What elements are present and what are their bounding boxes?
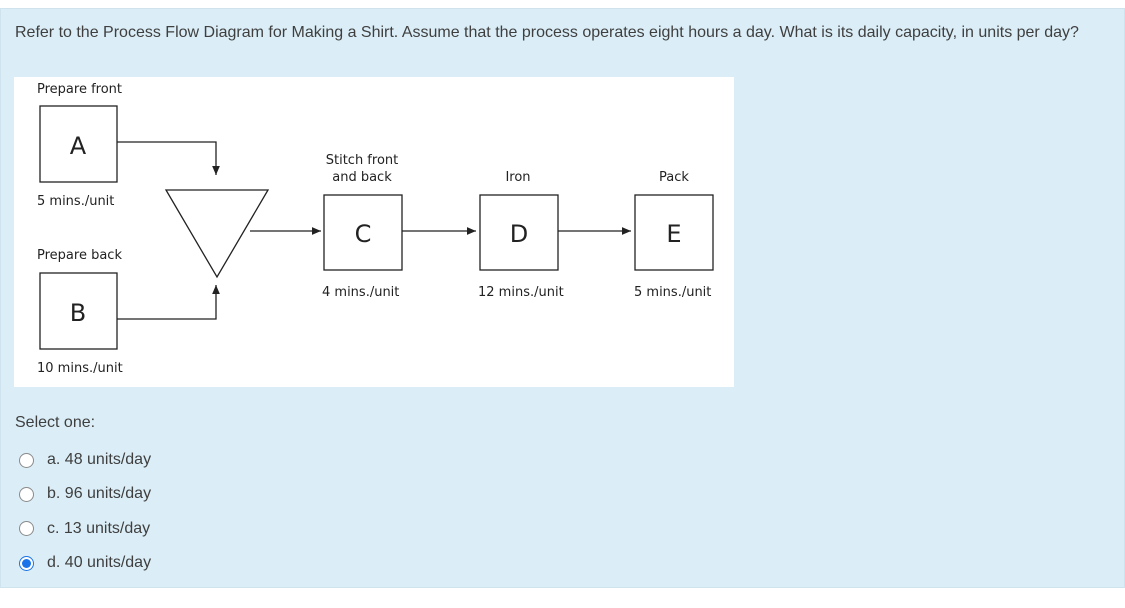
option-b[interactable]: b. 96 units/day xyxy=(19,477,151,511)
arrow-a-to-inventory xyxy=(117,141,220,175)
radio-a[interactable] xyxy=(19,452,34,468)
radio-b[interactable] xyxy=(19,486,34,502)
process-flow-svg: Prepare front A 5 mins./unit Prepare bac… xyxy=(37,82,714,376)
process-flow-diagram: Prepare front A 5 mins./unit Prepare bac… xyxy=(14,77,734,387)
step-c-letter: C xyxy=(355,220,372,248)
step-c-time: 4 mins./unit xyxy=(322,285,399,300)
option-a-text[interactable]: a. 48 units/day xyxy=(47,451,152,469)
question-card: Refer to the Process Flow Diagram for Ma… xyxy=(0,8,1125,588)
question-text: Refer to the Process Flow Diagram for Ma… xyxy=(15,24,1079,41)
arrow-b-to-inventory xyxy=(117,285,220,320)
step-d-label: Iron xyxy=(505,170,530,185)
option-d[interactable]: d. 40 units/day xyxy=(19,546,151,580)
option-c[interactable]: c. 13 units/day xyxy=(19,512,151,546)
option-c-text[interactable]: c. 13 units/day xyxy=(47,519,151,537)
step-b-time: 10 mins./unit xyxy=(37,361,123,376)
select-one-label: Select one: xyxy=(15,414,96,431)
step-a-time: 5 mins./unit xyxy=(37,194,114,209)
step-d-time: 12 mins./unit xyxy=(478,285,564,300)
step-c-label-line1: Stitch front xyxy=(326,153,399,168)
answer-options: a. 48 units/day b. 96 units/day c. 13 un… xyxy=(19,443,151,580)
step-a-label: Prepare front xyxy=(37,82,122,97)
step-a-box xyxy=(39,105,118,183)
radio-d[interactable] xyxy=(19,555,34,571)
step-a-letter: A xyxy=(70,132,87,160)
radio-c[interactable] xyxy=(19,521,34,537)
step-d-letter: D xyxy=(510,220,528,248)
inventory-triangle-icon xyxy=(164,189,270,279)
step-b-box xyxy=(39,272,118,350)
option-b-text[interactable]: b. 96 units/day xyxy=(47,485,152,503)
step-b-label: Prepare back xyxy=(37,248,122,263)
step-e-label: Pack xyxy=(659,170,689,185)
option-d-text[interactable]: d. 40 units/day xyxy=(47,554,152,572)
step-c-label-line2: and back xyxy=(332,170,392,185)
step-e-letter: E xyxy=(666,220,681,248)
step-c-box xyxy=(323,194,403,271)
option-a[interactable]: a. 48 units/day xyxy=(19,443,151,477)
step-b-letter: B xyxy=(70,299,86,327)
step-e-box xyxy=(634,194,714,271)
step-e-time: 5 mins./unit xyxy=(634,285,711,300)
step-d-box xyxy=(479,194,559,271)
